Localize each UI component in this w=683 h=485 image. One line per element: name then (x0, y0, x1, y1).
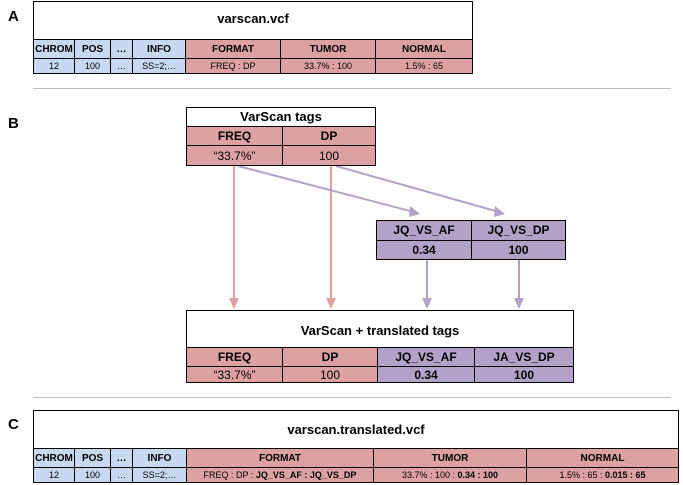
divider-a-b (33, 88, 671, 89)
panel-letter-c: C (8, 416, 19, 433)
value-pos: 100 (75, 58, 111, 73)
arrowhead-freq (229, 298, 239, 309)
value-jq-vs-dp: 100 (472, 240, 565, 259)
header-normal: NORMAL (527, 448, 678, 467)
varscan-translated-vcf-table: varscan.translated.vcf CHROM POS … INFO … (33, 410, 679, 483)
translated-tags-table: JQ_VS_AF JQ_VS_DP 0.34 100 (376, 220, 566, 260)
header-format: FORMAT (186, 39, 281, 58)
divider-b-c (33, 397, 671, 398)
value-chrom: 12 (34, 467, 75, 482)
header-format: FORMAT (187, 448, 374, 467)
value-ellipsis: … (111, 467, 133, 482)
table-title: VarScan tags (240, 109, 322, 124)
value-chrom: 12 (34, 58, 75, 73)
value-dp: 100 (283, 366, 378, 382)
value-normal-plain: 1.5% : 65 : (559, 470, 605, 480)
value-normal: 1.5% : 65 (376, 58, 472, 73)
header-ja-vs-dp: JA_VS_DP (475, 347, 573, 366)
value-tumor-bold: 0.34 : 100 (457, 470, 499, 480)
value-normal: 1.5% : 65 : 0.015 : 65 (527, 467, 678, 482)
varscan-arrows (229, 166, 336, 309)
value-info: SS=2;… (133, 467, 187, 482)
value-jq-vs-af: 0.34 (377, 240, 472, 259)
value-jq-vs-af: 0.34 (378, 366, 475, 382)
arrowhead-dp (326, 298, 336, 309)
header-freq: FREQ (187, 126, 283, 145)
value-format: FREQ : DP (186, 58, 281, 73)
header-info: INFO (133, 448, 187, 467)
header-tumor: TUMOR (374, 448, 527, 467)
arrow-freq-to-af (237, 165, 415, 213)
value-format: FREQ : DP : JQ_VS_AF : JQ_VS_DP (187, 467, 374, 482)
header-jq-vs-af: JQ_VS_AF (378, 347, 475, 366)
value-tumor: 33.7% : 100 : 0.34 : 100 (374, 467, 527, 482)
arrowhead-af (409, 206, 420, 217)
header-ellipsis: … (111, 39, 133, 58)
combined-tags-table: VarScan + translated tags FREQ DP JQ_VS_… (186, 310, 574, 383)
value-freq: “33.7%” (187, 366, 283, 382)
translated-arrows (237, 165, 524, 309)
header-jq-vs-dp: JQ_VS_DP (472, 221, 565, 240)
header-freq: FREQ (187, 347, 283, 366)
varscan-vcf-table: varscan.vcf CHROM POS … INFO FORMAT TUMO… (33, 1, 473, 74)
header-info: INFO (133, 39, 186, 58)
header-ellipsis: … (111, 448, 133, 467)
table-title: varscan.translated.vcf (287, 422, 425, 437)
header-dp: DP (283, 126, 375, 145)
value-info: SS=2;… (133, 58, 186, 73)
table-title: varscan.vcf (217, 11, 289, 26)
value-tumor: 33.7% : 100 (281, 58, 376, 73)
table-title: VarScan + translated tags (300, 323, 460, 338)
header-normal: NORMAL (376, 39, 472, 58)
value-normal-bold: 0.015 : 65 (605, 470, 646, 480)
arrow-dp-to-jqdp (335, 165, 500, 213)
header-tumor: TUMOR (281, 39, 376, 58)
value-format-plain: FREQ : DP : (203, 470, 256, 480)
arrowhead-jqdp (494, 206, 505, 217)
header-jq-vs-af: JQ_VS_AF (377, 221, 472, 240)
arrowhead-jqdp-down (514, 298, 524, 309)
value-tumor-plain: 33.7% : 100 : (401, 470, 458, 480)
header-chrom: CHROM (34, 448, 75, 467)
header-chrom: CHROM (34, 39, 75, 58)
value-ja-vs-dp: 100 (475, 366, 573, 382)
header-pos: POS (75, 448, 111, 467)
value-freq: “33.7%” (187, 145, 283, 165)
panel-letter-a: A (8, 8, 19, 25)
value-pos: 100 (75, 467, 111, 482)
header-pos: POS (75, 39, 111, 58)
value-dp: 100 (283, 145, 375, 165)
panel-letter-b: B (8, 115, 19, 132)
header-dp: DP (283, 347, 378, 366)
arrowhead-af-down (422, 298, 432, 309)
varscan-tags-table: VarScan tags FREQ DP “33.7%” 100 (186, 107, 376, 166)
value-format-bold: JQ_VS_AF : JQ_VS_DP (255, 470, 357, 480)
value-ellipsis: … (111, 58, 133, 73)
